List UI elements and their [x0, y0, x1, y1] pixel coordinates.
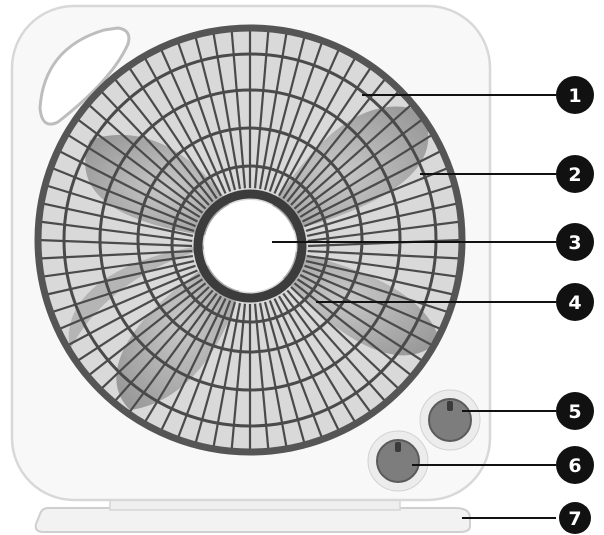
callout-3-number: 3: [568, 232, 581, 254]
callout-6-number: 6: [568, 455, 581, 477]
fan-base: [36, 508, 470, 532]
callout-1-number: 1: [568, 85, 581, 107]
callout-7: 7: [462, 502, 591, 534]
center-hub: [204, 200, 296, 292]
callout-4-number: 4: [568, 292, 581, 314]
callout-2-number: 2: [568, 164, 581, 186]
callout-7-number: 7: [568, 508, 581, 530]
timer-knob[interactable]: [420, 390, 480, 450]
callout-5-number: 5: [568, 401, 581, 423]
speed-knob[interactable]: [368, 431, 428, 491]
